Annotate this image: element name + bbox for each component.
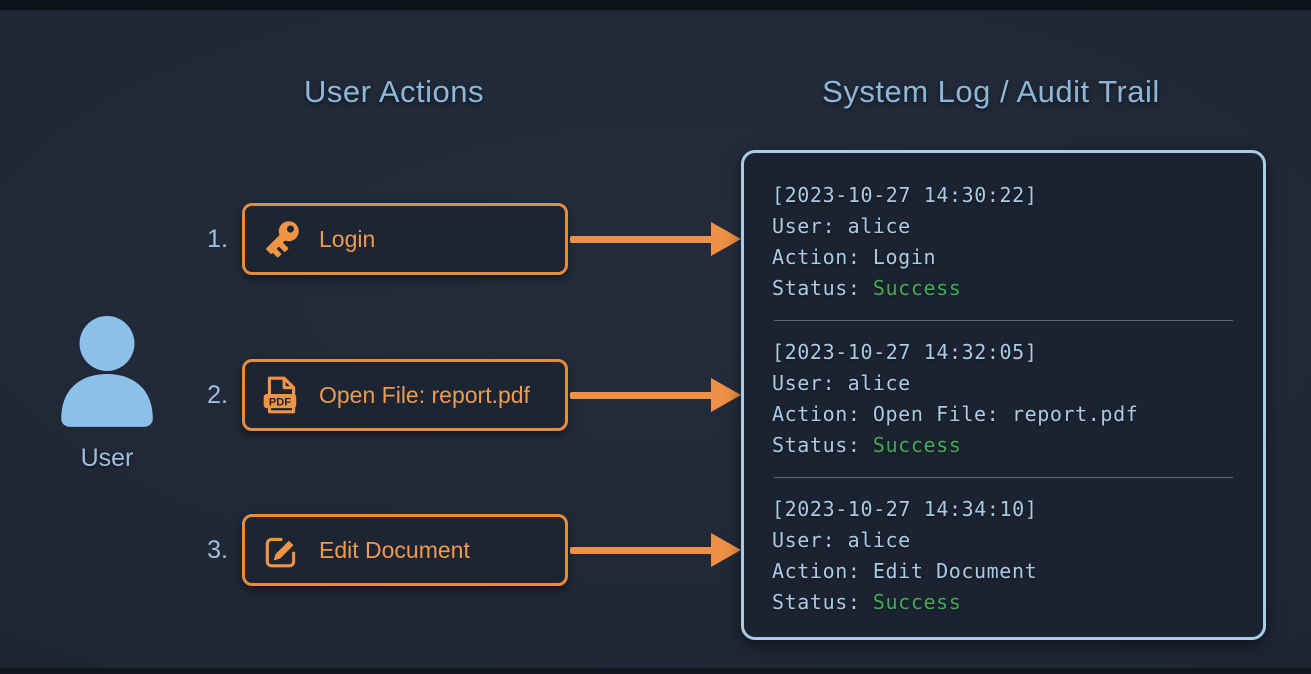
action-number-3: 3. (207, 536, 228, 564)
log-field-label: Action: (772, 245, 861, 269)
user-icon (51, 314, 163, 432)
flow-arrow-2 (570, 378, 741, 412)
status-success-value: Success (872, 433, 962, 457)
log-field-value: alice (847, 528, 911, 552)
log-user-line: User: alice (772, 525, 1235, 556)
log-action-line: Action: Edit Document (772, 556, 1235, 587)
action-number-2: 2. (207, 381, 228, 409)
log-separator (774, 477, 1233, 478)
log-status-line: Status: Success (772, 273, 1235, 304)
log-entry-1: [2023-10-27 14:30:22] User: alice Action:… (772, 180, 1235, 304)
flow-arrow-1 (570, 222, 741, 256)
audit-log-panel: [2023-10-27 14:30:22] User: alice Action:… (741, 150, 1266, 640)
log-field-value: Open File: report.pdf (872, 402, 1139, 426)
action-box-edit-document[interactable]: Edit Document (242, 514, 568, 586)
log-field-label: User: (772, 371, 836, 395)
log-timestamp: [2023-10-27 14:34:10] (772, 497, 1038, 521)
action-box-login[interactable]: Login (242, 203, 568, 275)
log-separator (774, 320, 1233, 321)
arrow-shaft (570, 235, 717, 243)
flow-arrow-3 (570, 533, 741, 567)
log-timestamp: [2023-10-27 14:30:22] (772, 183, 1038, 207)
status-success-value: Success (872, 590, 962, 614)
key-icon (260, 218, 302, 260)
log-field-label: Action: (772, 402, 861, 426)
log-status-line: Status: Success (772, 587, 1235, 618)
arrow-head (711, 533, 741, 567)
action-label: Open File: report.pdf (319, 381, 530, 408)
log-field-label: Status: (772, 433, 861, 457)
log-field-label: User: (772, 528, 836, 552)
action-label: Edit Document (319, 536, 470, 563)
log-user-line: User: alice (772, 211, 1235, 242)
top-edge-strip (0, 0, 1311, 10)
bottom-edge-strip (0, 668, 1311, 674)
action-number-1: 1. (207, 225, 228, 253)
log-field-value: alice (847, 371, 911, 395)
action-box-open-file[interactable]: PDF Open File: report.pdf (242, 359, 568, 431)
arrow-shaft (570, 391, 717, 399)
log-action-line: Action: Open File: report.pdf (772, 399, 1235, 430)
system-log-title: System Log / Audit Trail (822, 74, 1160, 109)
user-actions-title: User Actions (303, 74, 484, 109)
log-field-label: Action: (772, 559, 861, 583)
status-success-value: Success (872, 276, 962, 300)
action-label: Login (319, 225, 376, 252)
log-field-value: Login (872, 245, 937, 269)
log-status-line: Status: Success (772, 430, 1235, 461)
log-entry-3: [2023-10-27 14:34:10] User: alice Action:… (772, 494, 1235, 618)
log-field-label: User: (772, 214, 836, 238)
arrow-shaft (570, 546, 717, 554)
log-field-value: alice (847, 214, 911, 238)
log-user-line: User: alice (772, 368, 1235, 399)
log-field-label: Status: (772, 590, 861, 614)
user-label: User (80, 444, 134, 472)
log-field-value: Edit Document (872, 559, 1038, 583)
arrow-head (711, 378, 741, 412)
log-timestamp: [2023-10-27 14:32:05] (772, 340, 1038, 364)
svg-text:PDF: PDF (269, 396, 291, 408)
pdf-file-icon: PDF (260, 374, 302, 416)
log-field-label: Status: (772, 276, 861, 300)
log-entry-2: [2023-10-27 14:32:05] User: alice Action:… (772, 337, 1235, 461)
log-action-line: Action: Login (772, 242, 1235, 273)
arrow-head (711, 222, 741, 256)
edit-pencil-icon (260, 529, 302, 571)
